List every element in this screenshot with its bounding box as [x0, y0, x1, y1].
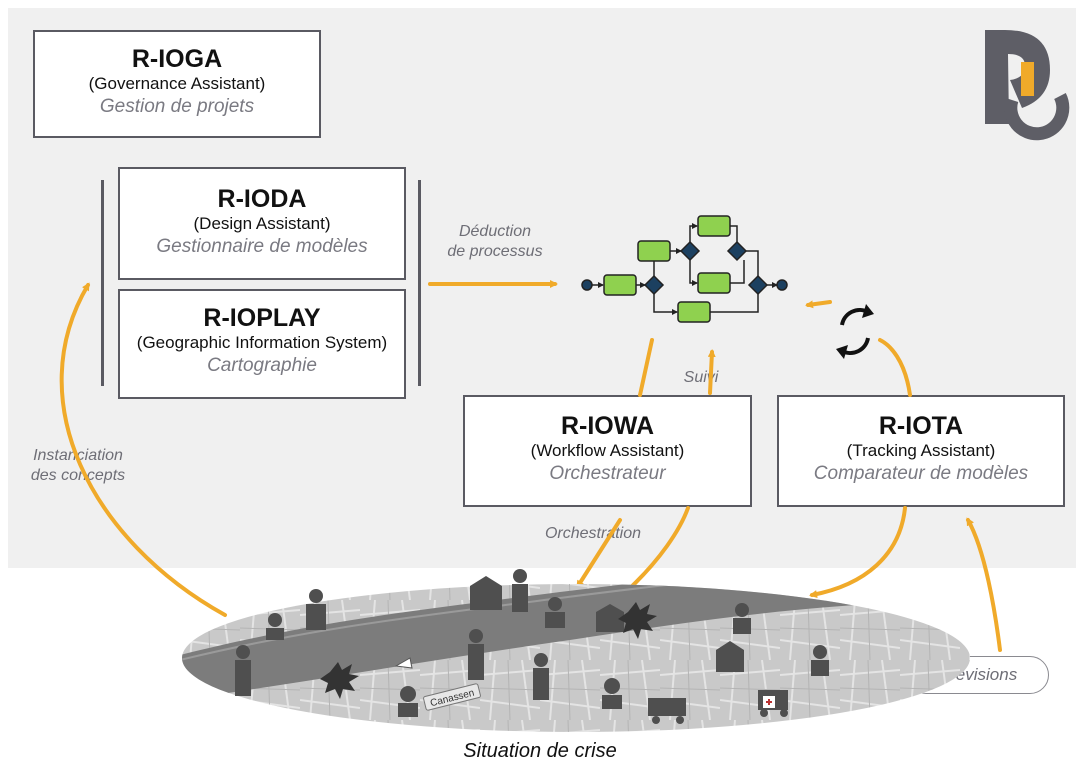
- ioplay-title: R-IOPLAY: [203, 304, 321, 332]
- label-orchestration: Orchestration: [544, 525, 642, 542]
- box-r-iota: R-IOTA (Tracking Assistant) Comparateur …: [777, 395, 1065, 507]
- ioda-title: R-IODA: [217, 185, 307, 213]
- arrow-instanciation: [59, 282, 227, 617]
- bracket-right: [418, 180, 421, 386]
- refresh-icon: [836, 304, 874, 359]
- bpmn-process-icon: [581, 215, 788, 323]
- arrow-previsions: [966, 517, 1002, 652]
- arrow-map-to-iowa: [626, 506, 690, 592]
- iowa-subtitle: (Workflow Assistant): [530, 441, 685, 460]
- label-deduction-line2: de processus: [447, 243, 543, 260]
- arrow-suivi: [707, 349, 716, 395]
- previsions-pill: Prévisions: [907, 656, 1049, 694]
- box-r-ioga: R-IOGA (Governance Assistant) Gestion de…: [33, 30, 321, 138]
- arrow-orchestration: [576, 518, 622, 589]
- iota-title: R-IOTA: [878, 412, 964, 440]
- ioga-title: R-IOGA: [131, 45, 223, 73]
- ioda-role: Gestionnaire de modèles: [156, 236, 368, 257]
- iota-role: Comparateur de modèles: [813, 463, 1029, 484]
- iowa-role: Orchestrateur: [549, 463, 666, 484]
- arrow-to-map-right: [809, 506, 907, 599]
- ioplay-subtitle: (Geographic Information System): [136, 333, 388, 352]
- label-deduction-line1: Déduction: [458, 223, 532, 240]
- label-instanciation: Instanciation des concepts: [14, 446, 142, 486]
- box-r-ioplay: R-IOPLAY (Geographic Information System)…: [118, 289, 406, 399]
- situation-label: Situation de crise: [463, 740, 617, 762]
- bracket-left: [101, 180, 104, 386]
- box-r-iowa: R-IOWA (Workflow Assistant) Orchestrateu…: [463, 395, 752, 507]
- label-deduction: Déduction de processus: [430, 222, 560, 262]
- crisis-map-icon: Canassen: [182, 569, 970, 732]
- arrow-iota-to-process: [878, 338, 912, 397]
- iota-subtitle: (Tracking Assistant): [846, 441, 996, 460]
- arrow-to-process-right: [805, 300, 832, 309]
- ioda-subtitle: (Design Assistant): [193, 214, 331, 233]
- iowa-title: R-IOWA: [560, 412, 655, 440]
- ioga-subtitle: (Governance Assistant): [88, 74, 266, 93]
- arrow-iowa-up: [638, 338, 654, 397]
- box-r-ioda: R-IODA (Design Assistant) Gestionnaire d…: [118, 167, 406, 280]
- logo-icon: [985, 30, 1070, 141]
- ioga-role: Gestion de projets: [99, 96, 255, 117]
- label-instanciation-line2: des concepts: [30, 467, 126, 484]
- ioplay-role: Cartographie: [207, 355, 317, 376]
